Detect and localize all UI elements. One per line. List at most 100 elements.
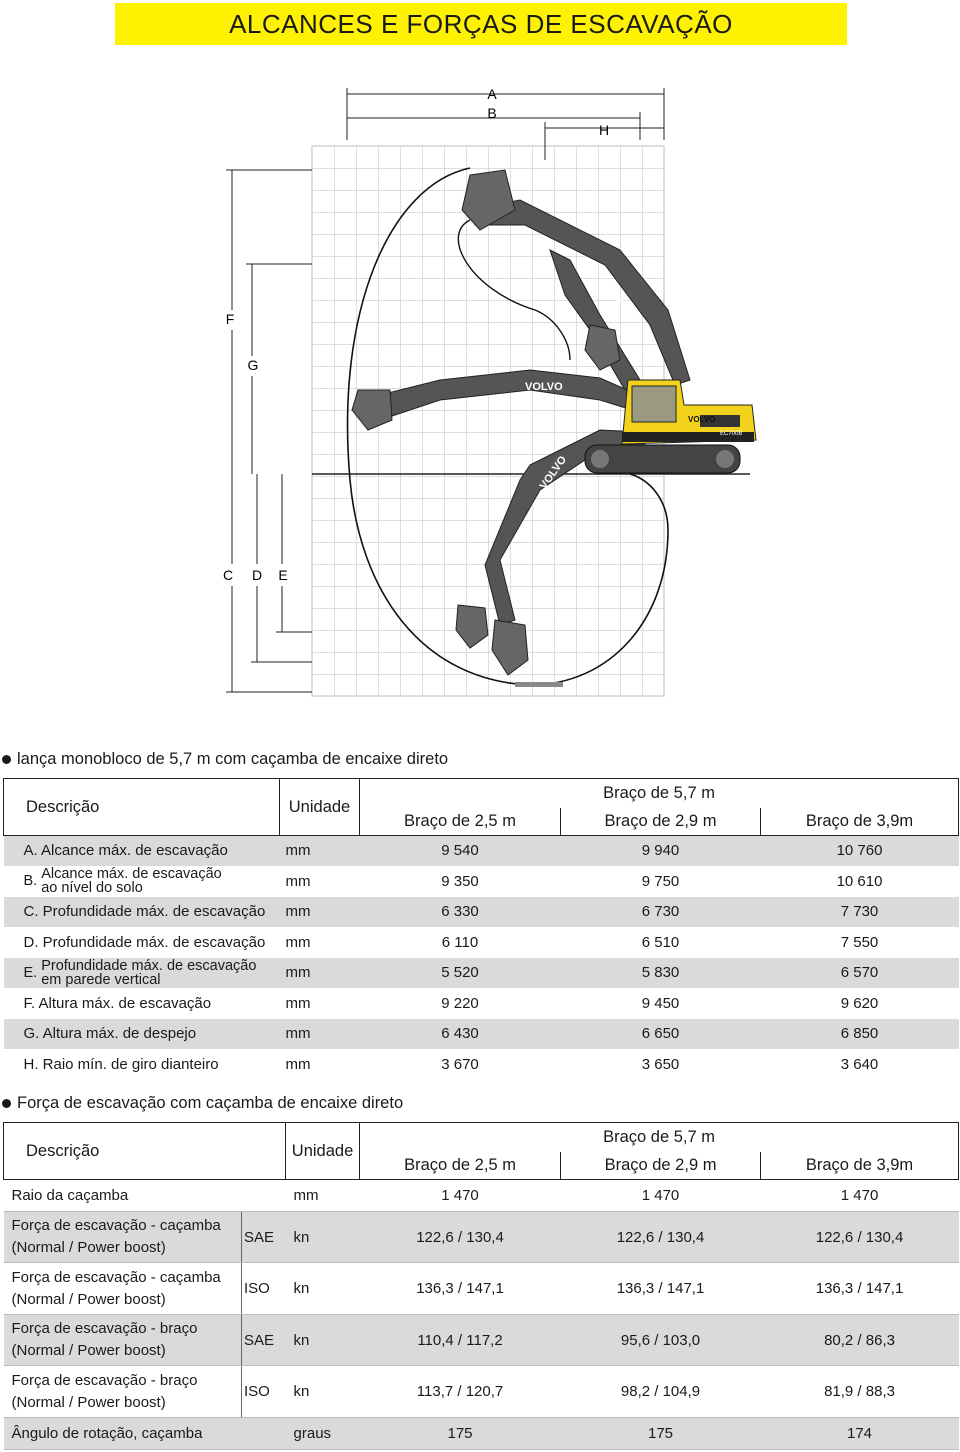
- row-value: 5 830: [560, 957, 761, 989]
- reach-table: Descrição Unidade Braço de 5,7 m Braço d…: [3, 778, 960, 1080]
- row-unit: mm: [279, 926, 360, 958]
- row-desc: A. Alcance máx. de escavação: [3, 835, 280, 867]
- table-row: C. Profundidade máx. de escavação mm 6 3…: [3, 896, 959, 928]
- row-value: 9 540: [359, 835, 561, 867]
- row-unit: kn: [285, 1365, 360, 1418]
- row-value: 122,6 / 130,4: [560, 1211, 761, 1263]
- boom-brand-1: VOLVO: [525, 381, 563, 393]
- header-group: Braço de 5,7 m: [358, 778, 960, 808]
- dimension-a: [346, 88, 665, 140]
- row-value: 10 610: [760, 865, 959, 897]
- row-desc: Força de escavação - caçamba(Normal / Po…: [3, 1211, 242, 1263]
- dimension-h: [544, 122, 664, 160]
- row-value: 136,3 / 147,1: [359, 1262, 561, 1315]
- row-value: 9 620: [760, 987, 959, 1019]
- row-value: 80,2 / 86,3: [760, 1314, 959, 1366]
- row-unit: mm: [279, 1018, 360, 1050]
- row-unit: mm: [279, 1048, 360, 1080]
- excavator-arms: [351, 169, 691, 676]
- row-unit: mm: [279, 896, 360, 928]
- bullet-icon: [2, 755, 11, 764]
- row-value: 122,6 / 130,4: [760, 1211, 959, 1263]
- row-value: 6 430: [359, 1018, 561, 1050]
- title-banner: ALCANCES E FORÇAS DE ESCAVAÇÃO: [115, 3, 847, 45]
- row-value: 95,6 / 103,0: [560, 1314, 761, 1366]
- row-value: 113,7 / 120,7: [359, 1365, 561, 1418]
- row-desc: G. Altura máx. de despejo: [3, 1018, 280, 1050]
- row-value: 9 220: [359, 987, 561, 1019]
- row-value: 136,3 / 147,1: [760, 1262, 959, 1315]
- header-col: Braço de 3,9m: [759, 807, 960, 836]
- force-table: Descrição Unidade Braço de 5,7 m Braço d…: [2, 1122, 960, 1450]
- table-row: E. Profundidade máx. de escavação em par…: [3, 957, 959, 989]
- row-standard: SAE: [240, 1211, 286, 1263]
- table-row: F. Altura máx. de escavação mm 9 220 9 4…: [3, 987, 959, 1019]
- row-value: 9 450: [560, 987, 761, 1019]
- header-col: Braço de 2,5 m: [359, 1151, 562, 1180]
- row-value: 3 650: [560, 1048, 761, 1080]
- row-value: 1 470: [560, 1179, 761, 1212]
- table-row: Raio da caçamba mm 1 470 1 470 1 470: [3, 1179, 959, 1212]
- dimension-e: [276, 474, 312, 633]
- reach-diagram: A B H F G C D E: [0, 60, 960, 750]
- bullet-icon: [2, 1099, 11, 1108]
- row-value: 9 750: [560, 865, 761, 897]
- row-value: 136,3 / 147,1: [560, 1262, 761, 1315]
- table1-title-text: lança monobloco de 5,7 m com caçamba de …: [17, 750, 449, 768]
- row-desc: E. Profundidade máx. de escavação em par…: [23, 957, 257, 988]
- header-col: Braço de 2,9 m: [560, 807, 761, 836]
- row-unit: graus: [285, 1417, 360, 1450]
- reach-envelope: [346, 167, 669, 686]
- table2-title-text: Força de escavação com caçamba de encaix…: [17, 1094, 404, 1112]
- row-unit: mm: [279, 987, 360, 1019]
- row-desc: Força de escavação - braço(Normal / Powe…: [3, 1365, 242, 1418]
- row-value: 81,9 / 88,3: [760, 1365, 959, 1418]
- row-value: 7 550: [760, 926, 959, 958]
- row-standard: ISO: [240, 1365, 286, 1418]
- table-row: Força de escavação - caçamba(Normal / Po…: [3, 1262, 959, 1315]
- header-desc: Descrição: [2, 1122, 287, 1180]
- header-unit: Unidade: [285, 1122, 361, 1180]
- row-value: 9 940: [560, 835, 761, 867]
- row-unit: kn: [285, 1262, 360, 1315]
- label-d: D: [252, 567, 262, 583]
- row-value: 10 760: [760, 835, 959, 867]
- table-row: Ângulo de rotação, caçamba graus 175 175…: [3, 1417, 959, 1450]
- label-h: H: [599, 122, 609, 138]
- row-value: 6 730: [560, 896, 761, 928]
- row-unit: kn: [285, 1314, 360, 1366]
- row-unit: mm: [279, 957, 360, 989]
- row-desc: D. Profundidade máx. de escavação: [3, 926, 280, 958]
- table-row: G. Altura máx. de despejo mm 6 430 6 650…: [3, 1018, 959, 1050]
- header-col: Braço de 2,9 m: [560, 1151, 762, 1180]
- row-value: 6 850: [760, 1018, 959, 1050]
- row-value: 6 110: [359, 926, 561, 958]
- row-desc: Força de escavação - caçamba(Normal / Po…: [3, 1262, 242, 1315]
- dig-floor-hatch: [515, 682, 563, 687]
- header-col: Braço de 2,5 m: [359, 807, 561, 836]
- table-row: A. Alcance máx. de escavação mm 9 540 9 …: [3, 835, 959, 867]
- inner-envelope: [457, 219, 571, 361]
- row-value: 1 470: [760, 1179, 959, 1212]
- excavator-body: [584, 379, 757, 474]
- row-desc: Ângulo de rotação, caçamba: [3, 1417, 286, 1450]
- row-value: 7 730: [760, 896, 959, 928]
- dimension-b: [347, 112, 641, 140]
- row-value: 3 640: [760, 1048, 959, 1080]
- machine-brand: VOLVO: [688, 415, 715, 424]
- row-desc: H. Raio mín. de giro dianteiro: [3, 1048, 280, 1080]
- table2-title: Força de escavação com caçamba de encaix…: [2, 1094, 403, 1113]
- table-row: H. Raio mín. de giro dianteiro mm 3 670 …: [3, 1048, 959, 1080]
- row-value: 110,4 / 117,2: [359, 1314, 561, 1366]
- page-title: ALCANCES E FORÇAS DE ESCAVAÇÃO: [229, 8, 733, 39]
- row-value: 122,6 / 130,4: [359, 1211, 561, 1263]
- header-col: Braço de 3,9m: [760, 1151, 960, 1180]
- row-desc: F. Altura máx. de escavação: [3, 987, 280, 1019]
- row-value: 6 650: [560, 1018, 761, 1050]
- row-standard: ISO: [240, 1262, 286, 1315]
- table-row: Força de escavação - braço(Normal / Powe…: [3, 1314, 959, 1366]
- row-desc: C. Profundidade máx. de escavação: [3, 896, 280, 928]
- label-f: F: [226, 311, 235, 327]
- row-value: 175: [560, 1417, 761, 1450]
- row-value: 5 520: [359, 957, 561, 989]
